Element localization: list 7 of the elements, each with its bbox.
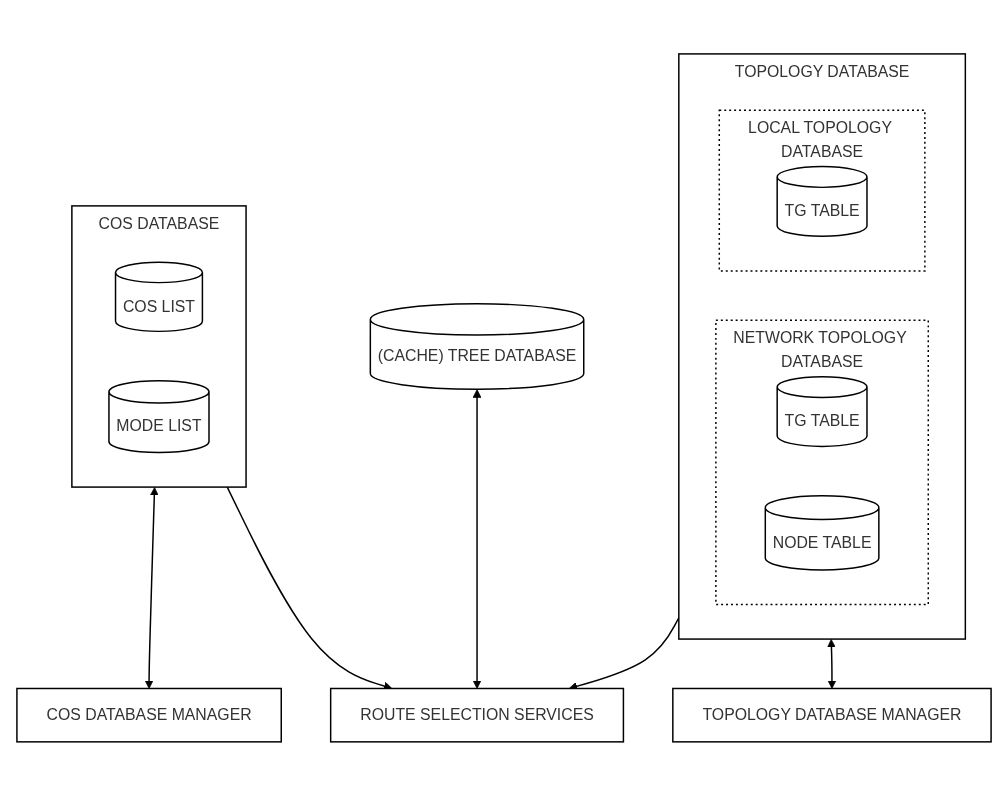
node-box: TOPOLOGY DATABASE MANAGER xyxy=(671,687,992,743)
arrow xyxy=(826,638,836,689)
arrow xyxy=(144,486,159,689)
node-box: COS DATABASE MANAGER xyxy=(15,687,282,743)
arrow xyxy=(472,388,481,689)
node-box: ROUTE SELECTION SERVICES xyxy=(329,687,624,743)
arrow xyxy=(226,485,392,690)
